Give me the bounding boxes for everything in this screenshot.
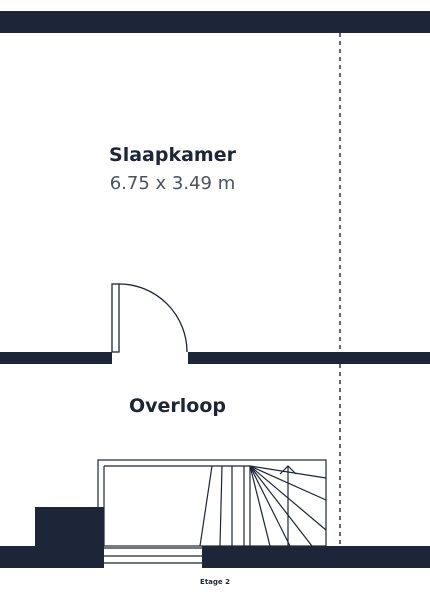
door <box>111 283 188 353</box>
solid-block <box>35 507 104 547</box>
wall-top <box>0 11 430 33</box>
room-name-landing: Overloop <box>128 395 226 417</box>
wall-bottom-right <box>202 546 430 568</box>
room-name-bedroom: Slaapkamer <box>109 144 236 166</box>
wall-middle-left <box>0 352 112 364</box>
stair-landing-threshold <box>104 547 202 564</box>
wall-middle-right <box>188 352 430 364</box>
wall-bottom-left <box>0 546 104 568</box>
floor-label: Etage 2 <box>200 578 230 586</box>
staircase <box>97 459 327 547</box>
room-dimensions-bedroom: 6.75 x 3.49 m <box>109 173 236 194</box>
